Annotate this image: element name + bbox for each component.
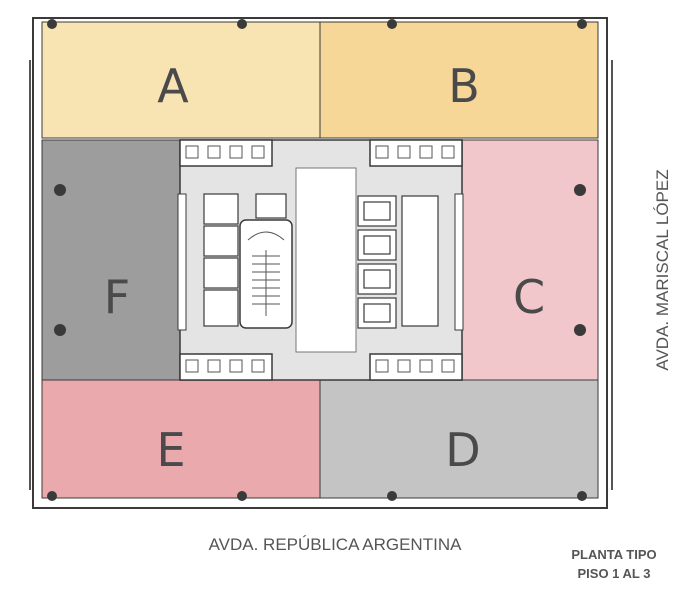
unit-b-area [319,21,599,139]
restroom-block-north-west [179,139,273,167]
unit-c-label: C [513,270,545,324]
central-corridor [295,167,357,353]
elevator-bank [357,195,439,329]
unit-d-area [319,379,599,499]
restroom-block-south-west [179,353,273,381]
unit-b-label: B [448,59,480,113]
unit-c-area [457,139,599,381]
unit-e-area [41,379,321,499]
unit-f-label: F [104,270,130,324]
restroom-block-south-east [369,353,463,381]
plan-title-line2: PISO 1 AL 3 [578,566,651,581]
columns [47,19,587,501]
unit-a-area [41,21,321,139]
shafts [177,193,464,331]
street-south-label: AVDA. REPÚBLICA ARGENTINA [209,535,463,554]
unit-d-label: D [445,423,480,477]
stairwell [239,219,293,329]
service-rooms-west [203,193,287,327]
unit-e-label: E [156,423,185,477]
unit-f-area [41,139,186,381]
building-outline [32,17,608,509]
street-east-label: AVDA. MARISCAL LÓPEZ [653,169,672,370]
unit-a-label: A [157,59,189,113]
restroom-block-north-east [369,139,463,167]
plan-title-line1: PLANTA TIPO [571,547,656,562]
